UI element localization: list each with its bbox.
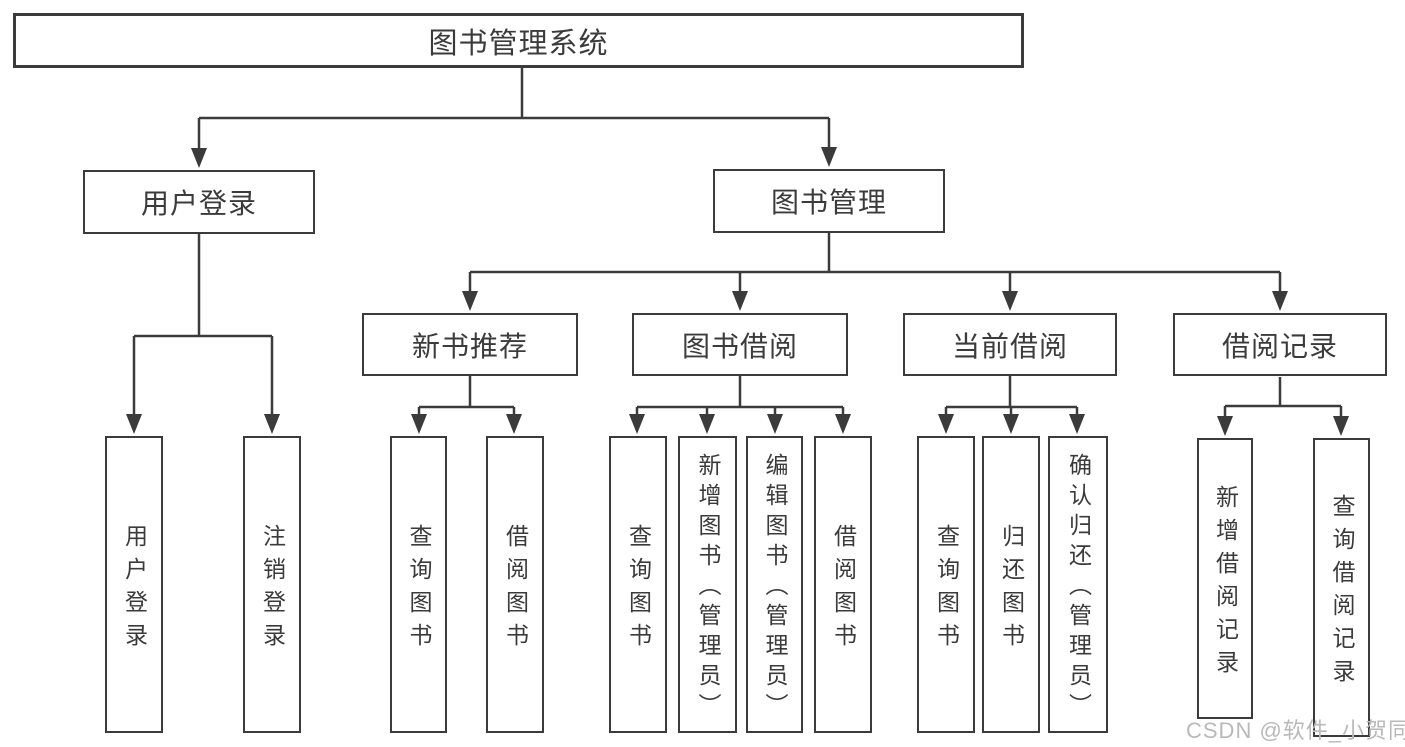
leaf-add-borrow-record-label: 新增借阅记录 xyxy=(1212,484,1239,683)
node-user-login: 用户登录 xyxy=(83,170,315,234)
leaf-add-borrow-record: 新增借阅记录 xyxy=(1197,438,1253,719)
leaf-borrow-borrow-book: 借阅图书 xyxy=(814,436,872,733)
leaf-add-book-admin-label: 新增图书（管理员） xyxy=(695,453,721,723)
leaf-query-borrow-record-label: 查询借阅记录 xyxy=(1329,493,1355,692)
arrowheads xyxy=(126,147,1349,436)
node-new-book-recommend: 新书推荐 xyxy=(362,313,578,376)
leaf-user-login: 用户登录 xyxy=(105,436,163,733)
leaf-user-login-label: 用户登录 xyxy=(121,523,148,656)
leaf-borrow-query-book-label: 查询图书 xyxy=(625,523,652,656)
leaf-query-borrow-record: 查询借阅记录 xyxy=(1313,438,1370,737)
node-user-login-label: 用户登录 xyxy=(140,188,257,219)
csdn-watermark: CSDN @软件_小贺同学 xyxy=(1186,718,1405,743)
leaf-edit-book-admin: 编辑图书（管理员） xyxy=(746,436,803,733)
leaf-logout-login-label: 注销登录 xyxy=(259,523,286,656)
leaf-borrow-borrow-book-label: 借阅图书 xyxy=(830,523,857,656)
leaf-current-query-book-label: 查询图书 xyxy=(933,523,960,656)
leaf-return-book: 归还图书 xyxy=(982,436,1040,733)
leaf-return-book-label: 归还图书 xyxy=(998,523,1025,656)
leaf-current-query-book: 查询图书 xyxy=(917,436,975,733)
node-borrow-record-label: 借阅记录 xyxy=(1221,330,1338,362)
node-current-borrow: 当前借阅 xyxy=(903,313,1117,376)
leaf-add-book-admin: 新增图书（管理员） xyxy=(678,436,737,733)
node-borrow-record: 借阅记录 xyxy=(1173,313,1387,376)
node-book-management-label: 图书管理 xyxy=(770,187,887,218)
leaf-borrow-query-book: 查询图书 xyxy=(609,436,667,733)
leaf-confirm-return-admin: 确认归还（管理员） xyxy=(1048,436,1108,733)
leaf-logout-login: 注销登录 xyxy=(243,436,301,733)
node-book-borrow: 图书借阅 xyxy=(632,313,848,376)
leaf-newbook-borrow-book: 借阅图书 xyxy=(486,436,544,733)
leaf-edit-book-admin-label: 编辑图书（管理员） xyxy=(762,453,788,723)
node-root-system: 图书管理系统 xyxy=(13,13,1024,68)
node-book-management: 图书管理 xyxy=(713,169,945,233)
leaf-confirm-return-admin-label: 确认归还（管理员） xyxy=(1065,453,1092,723)
node-new-book-recommend-label: 新书推荐 xyxy=(411,330,528,362)
node-book-borrow-label: 图书借阅 xyxy=(681,330,798,362)
leaf-newbook-query-book: 查询图书 xyxy=(390,436,447,733)
leaf-newbook-query-book-label: 查询图书 xyxy=(406,523,432,656)
node-current-borrow-label: 当前借阅 xyxy=(951,330,1068,362)
node-root-label: 图书管理系统 xyxy=(428,27,609,60)
leaf-newbook-borrow-book-label: 借阅图书 xyxy=(502,523,529,656)
